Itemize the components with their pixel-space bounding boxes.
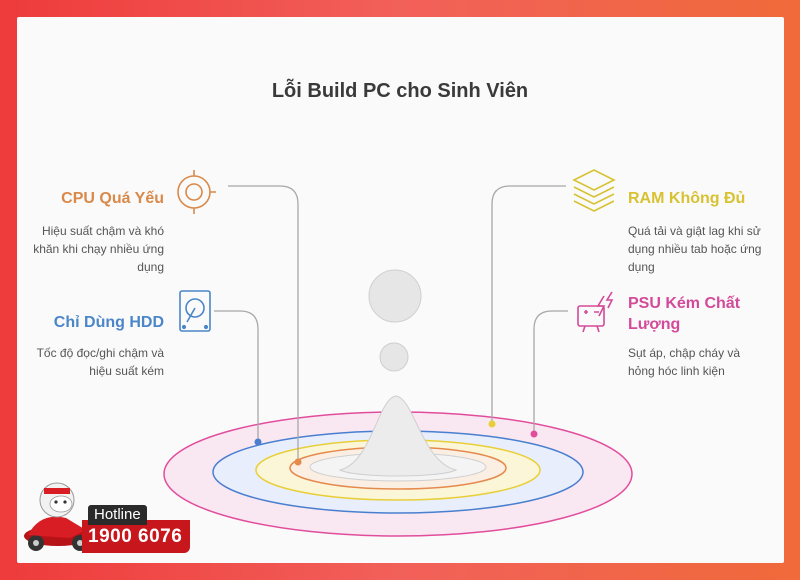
ram-desc-line-2: dụng nhiều tab hoặc ứng [628,242,762,256]
droplet-small [379,342,409,372]
power-supply-icon [577,291,614,333]
hotline-label: Hotline [88,505,147,525]
hdd-desc-line-1: Tốc độ đọc/ghi chậm và [36,346,164,360]
connector-psu [533,310,568,434]
connector-hdd-dot [254,438,262,446]
layers-stack-icon [572,169,616,212]
connector-hdd [214,310,259,442]
psu-desc-line-2: hỏng hóc linh kiện [628,364,725,378]
cpu-desc-line-3: dụng [137,260,164,274]
hdd-title: Chỉ Dùng HDD [53,314,164,331]
psu-title: PSU Kém Chất Lượng [628,293,778,335]
hotline-mascot-icon [24,482,92,551]
cpu-title: CPU Quá Yếu [61,190,164,207]
splash-peak [338,395,458,477]
connector-cpu-dot [294,458,302,466]
page-title: Lỗi Build PC cho Sinh Viên [271,80,529,102]
connector-psu-dot [530,430,538,438]
ram-title: RAM Không Đủ [628,190,746,207]
cpu-desc-line-2: khăn khi chạy nhiều ứng [33,242,164,256]
cpu-description: Hiệu suất chậm và khó khăn khi chạy nhiề… [20,222,164,276]
hotline-number[interactable]: 1900 6076 [88,526,183,547]
cpu-chip-icon [177,170,216,214]
hdd-description: Tốc độ đọc/ghi chậm và hiệu suất kém [20,344,164,380]
psu-desc-line-1: Sụt áp, chập cháy và [628,346,741,360]
connector-ram [491,185,566,424]
ram-description: Quá tải và giật lag khi sử dụng nhiều ta… [628,222,778,276]
psu-title-line-2: Lượng [628,316,681,333]
connector-cpu [228,185,299,462]
psu-description: Sụt áp, chập cháy và hỏng hóc linh kiện [628,344,778,380]
connector-ram-dot [488,420,496,428]
hard-drive-icon [179,290,211,332]
ram-desc-line-3: dụng [628,260,655,274]
hdd-desc-line-2: hiệu suất kém [89,364,164,378]
hotline-badge[interactable] [82,520,190,553]
psu-title-line-1: PSU Kém Chất [628,295,741,312]
cpu-desc-line-1: Hiệu suất chậm và khó [41,224,164,238]
ram-desc-line-1: Quá tải và giật lag khi sử [628,224,761,238]
droplet-large [368,269,422,323]
